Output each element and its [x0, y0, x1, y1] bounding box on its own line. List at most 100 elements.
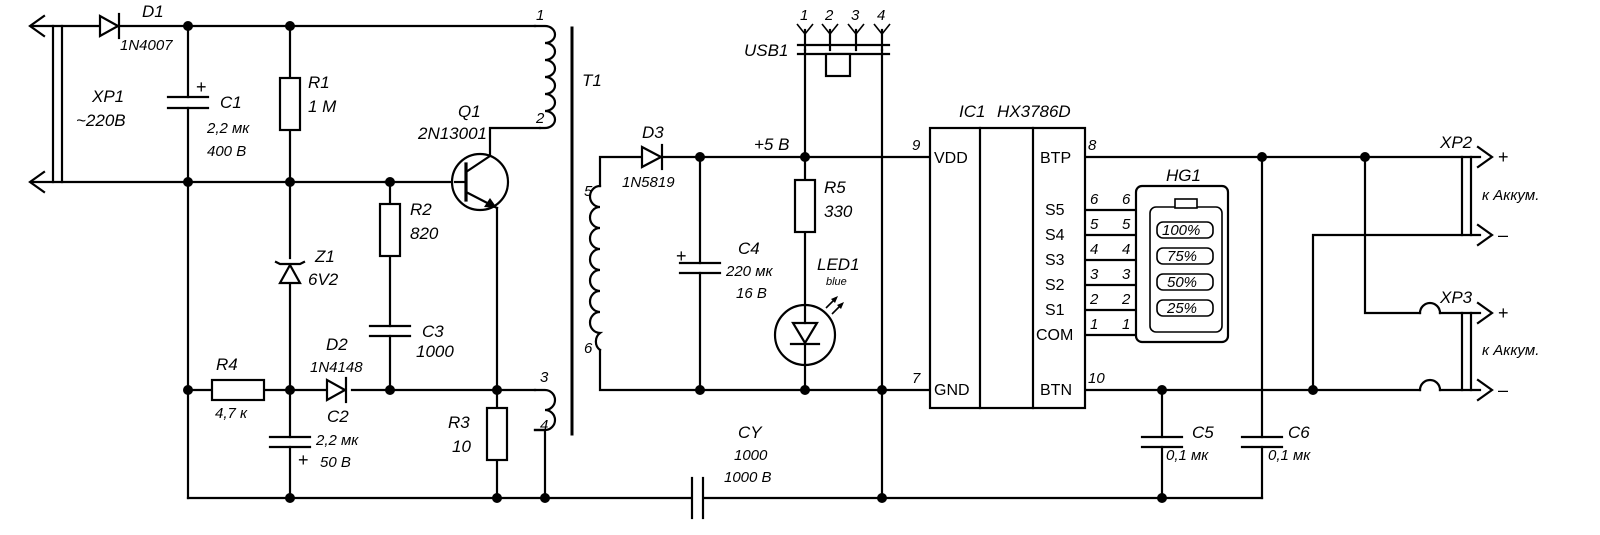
ic1-pin-9-num: 9 [912, 137, 921, 154]
d1-value: 1N4007 [120, 37, 173, 54]
xp3-note: к Аккум. [1482, 342, 1539, 359]
junction-dots [183, 21, 1370, 503]
usb1-ref: USB1 [744, 41, 788, 60]
ic1-pin-10-num: 10 [1088, 370, 1105, 387]
d3-value: 1N5819 [622, 174, 675, 191]
d1-ref: D1 [142, 2, 164, 21]
c6-ref: C6 [1288, 423, 1310, 442]
c2-value-1: 2,2 мк [315, 432, 359, 449]
ic1-pin-btn: BTN [1040, 382, 1072, 399]
hg1-level-75: 75% [1167, 248, 1197, 265]
c6-capacitor [1240, 435, 1284, 449]
cy-value-2: 1000 В [724, 469, 772, 486]
xp1-value: ~220В [76, 111, 126, 130]
led1-color: blue [826, 276, 847, 288]
cy-capacitor [690, 476, 705, 520]
c5-ref: C5 [1192, 423, 1214, 442]
led1-ref: LED1 [817, 255, 860, 274]
wires [30, 24, 1482, 500]
usb1-pin-3: 3 [851, 7, 860, 24]
c2-ref: C2 [327, 407, 349, 426]
c1-plus: + [196, 77, 207, 97]
d3-diode [640, 143, 664, 171]
r3-ref: R3 [448, 413, 470, 432]
usb1-connector [796, 23, 891, 78]
hg1-pin-6: 6 [1122, 191, 1131, 208]
ic1-value: HX3786D [997, 102, 1071, 121]
q1-transistor [450, 152, 510, 212]
cy-ref: CY [738, 423, 763, 442]
xp3-plus: + [1498, 303, 1509, 323]
ic1-chip [928, 126, 1087, 410]
ic1-pin-2-num: 2 [1089, 291, 1099, 308]
ic1-pin-7-num: 7 [912, 370, 921, 387]
hg1-segment-100 [1156, 221, 1214, 239]
xp3-ref: XP3 [1439, 288, 1473, 307]
z1-ref: Z1 [314, 247, 335, 266]
plus5v-label: +5 В [754, 135, 789, 154]
c3-value: 1000 [416, 342, 454, 361]
c5-capacitor [1140, 435, 1184, 449]
c5-value: 0,1 мк [1166, 447, 1209, 464]
r4-resistor [210, 378, 266, 402]
ic1-pin-vdd: VDD [934, 150, 968, 167]
hg1-pin-5: 5 [1122, 216, 1131, 233]
t1-pin-4: 4 [540, 417, 548, 434]
r4-value: 4,7 к [215, 405, 248, 422]
xp3-connector [1460, 301, 1494, 402]
ic1-pin-3-num: 3 [1090, 266, 1099, 283]
xp2-connector [1460, 145, 1494, 247]
hg1-pin-4: 4 [1122, 241, 1130, 258]
c3-capacitor [368, 324, 412, 338]
xp2-note: к Аккум. [1482, 187, 1539, 204]
usb1-pin-4: 4 [877, 7, 885, 24]
c2-value-2: 50 В [320, 454, 351, 471]
hg1-segment-75 [1156, 247, 1214, 265]
t1-pin-3: 3 [540, 369, 549, 386]
t1-pin-5: 5 [584, 183, 593, 200]
hg1-ref: HG1 [1166, 166, 1201, 185]
c1-ref: C1 [220, 93, 242, 112]
usb1-pin-2: 2 [824, 7, 834, 24]
r1-resistor [278, 76, 302, 132]
c4-ref: C4 [738, 239, 760, 258]
led1 [773, 296, 844, 367]
c4-value-2: 16 В [736, 285, 767, 302]
ic1-pin-s2: S2 [1045, 277, 1065, 294]
xp3-minus: – [1498, 380, 1508, 400]
c2-plus: + [298, 450, 309, 470]
ic1-pin-s5: S5 [1045, 202, 1065, 219]
r1-value: 1 М [308, 97, 337, 116]
xp2-ref: XP2 [1439, 133, 1473, 152]
r1-ref: R1 [308, 73, 330, 92]
hg1-level-25: 25% [1166, 300, 1197, 317]
c2-capacitor [268, 435, 312, 449]
r3-resistor [485, 406, 509, 462]
hg1-pin-1: 1 [1122, 316, 1130, 333]
ic1-pin-8-num: 8 [1088, 137, 1097, 154]
xp1-ref: XP1 [91, 87, 124, 106]
c4-value-1: 220 мк [725, 263, 773, 280]
t1-transformer [533, 24, 604, 436]
hg1-indicator [1134, 184, 1230, 344]
z1-zener [274, 260, 306, 285]
ic1-pin-s3: S3 [1045, 252, 1065, 269]
ic1-pin-6-num: 6 [1090, 191, 1099, 208]
q1-ref: Q1 [458, 102, 481, 121]
c1-value-1: 2,2 мк [206, 120, 250, 137]
t1-ref: T1 [582, 71, 602, 90]
t1-pin-1: 1 [536, 7, 544, 24]
r5-resistor [793, 178, 817, 234]
z1-value: 6V2 [308, 270, 339, 289]
hg1-segment-25 [1156, 299, 1214, 317]
r5-value: 330 [824, 202, 853, 221]
xp2-minus: – [1498, 225, 1508, 245]
r5-ref: R5 [824, 178, 846, 197]
xp1-plug [28, 14, 64, 194]
d3-ref: D3 [642, 123, 664, 142]
r2-resistor [378, 202, 402, 258]
ic1-pin-s1: S1 [1045, 302, 1065, 319]
t1-pin-6: 6 [584, 340, 593, 357]
r4-ref: R4 [216, 355, 238, 374]
c6-value: 0,1 мк [1268, 447, 1311, 464]
